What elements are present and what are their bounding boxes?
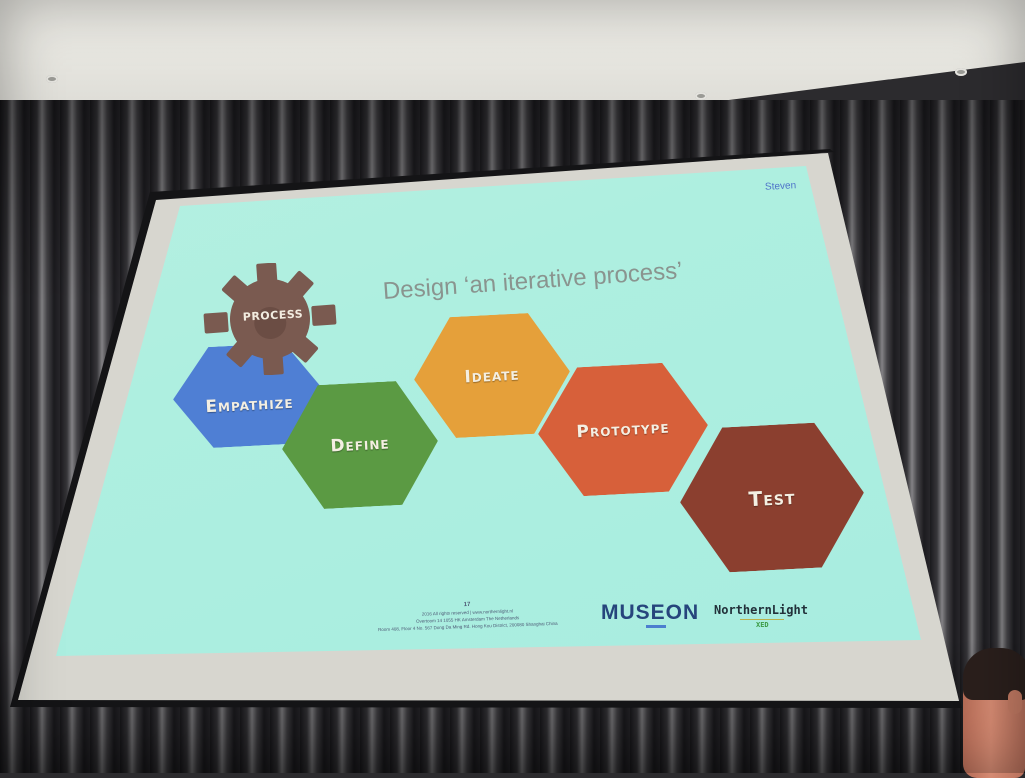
xed-logo-line: [740, 619, 784, 620]
stage-test-label: Test: [747, 484, 797, 511]
museon-logo: MUSEON: [601, 601, 700, 624]
ceiling-light: [955, 68, 967, 76]
stage-empathize-label: Empathize: [204, 392, 295, 417]
ceiling-light: [695, 92, 707, 100]
xed-logo: XED: [756, 621, 769, 629]
gear-icon: [203, 263, 337, 375]
presenter-name: Steven: [764, 180, 797, 193]
audience-member-ear: [1008, 690, 1022, 714]
museon-logo-underline: [646, 625, 666, 628]
stage-prototype-label: Prototype: [575, 417, 671, 442]
stage-ideate-label: Ideate: [463, 364, 521, 387]
ceiling-light: [46, 75, 58, 83]
stage-define-label: Define: [329, 433, 391, 457]
northernlight-logo: NorthernLight: [714, 603, 808, 617]
